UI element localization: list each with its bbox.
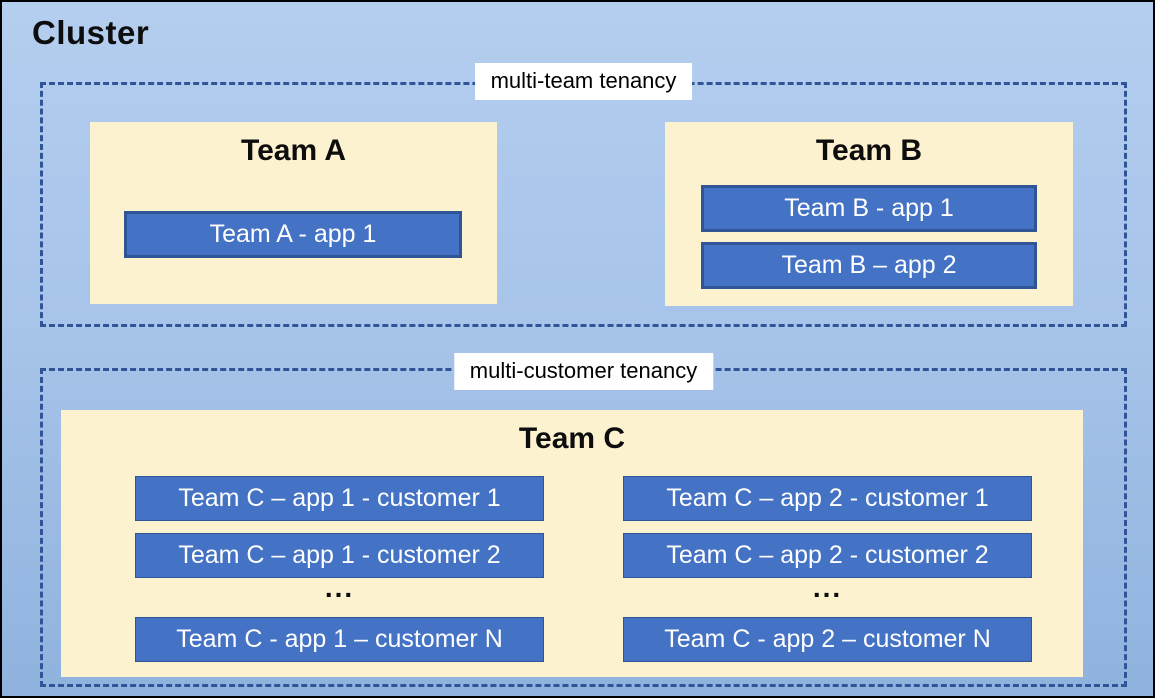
team-a-title: Team A [240, 134, 347, 167]
team-c-title: Team C [518, 422, 626, 455]
multi-customer-tenancy-label: multi-customer tenancy [453, 353, 714, 390]
team-a-panel: Team A Team A - app 1 [90, 122, 497, 304]
multi-team-tenancy-label: multi-team tenancy [474, 63, 693, 100]
team-c-app1-customerN-box: Team C - app 1 – customer N [135, 617, 544, 662]
team-c-app2-customerN-box: Team C - app 2 – customer N [623, 617, 1032, 662]
team-c-app2-customer2-box: Team C – app 2 - customer 2 [623, 533, 1032, 578]
team-b-title: Team B [815, 134, 923, 167]
team-a-app-1-box: Team A - app 1 [124, 211, 462, 258]
cluster-title: Cluster [32, 14, 150, 51]
multi-team-tenancy-group: multi-team tenancy Team A Team A - app 1… [40, 63, 1127, 327]
team-b-app-2-box: Team B – app 2 [701, 242, 1037, 289]
team-c-panel: Team C Team C – app 1 - customer 1 Team … [61, 410, 1083, 677]
multi-customer-tenancy-group: multi-customer tenancy Team C Team C – a… [40, 353, 1127, 687]
team-c-app1-customer2-box: Team C – app 1 - customer 2 [135, 533, 544, 578]
team-c-app2-ellipsis: ... [812, 572, 843, 603]
team-c-app2-customer1-box: Team C – app 2 - customer 1 [623, 476, 1032, 521]
team-b-panel: Team B Team B - app 1 Team B – app 2 [665, 122, 1073, 306]
team-b-app-1-box: Team B - app 1 [701, 185, 1037, 232]
team-c-app1-ellipsis: ... [324, 572, 355, 603]
team-c-app1-customer1-box: Team C – app 1 - customer 1 [135, 476, 544, 521]
